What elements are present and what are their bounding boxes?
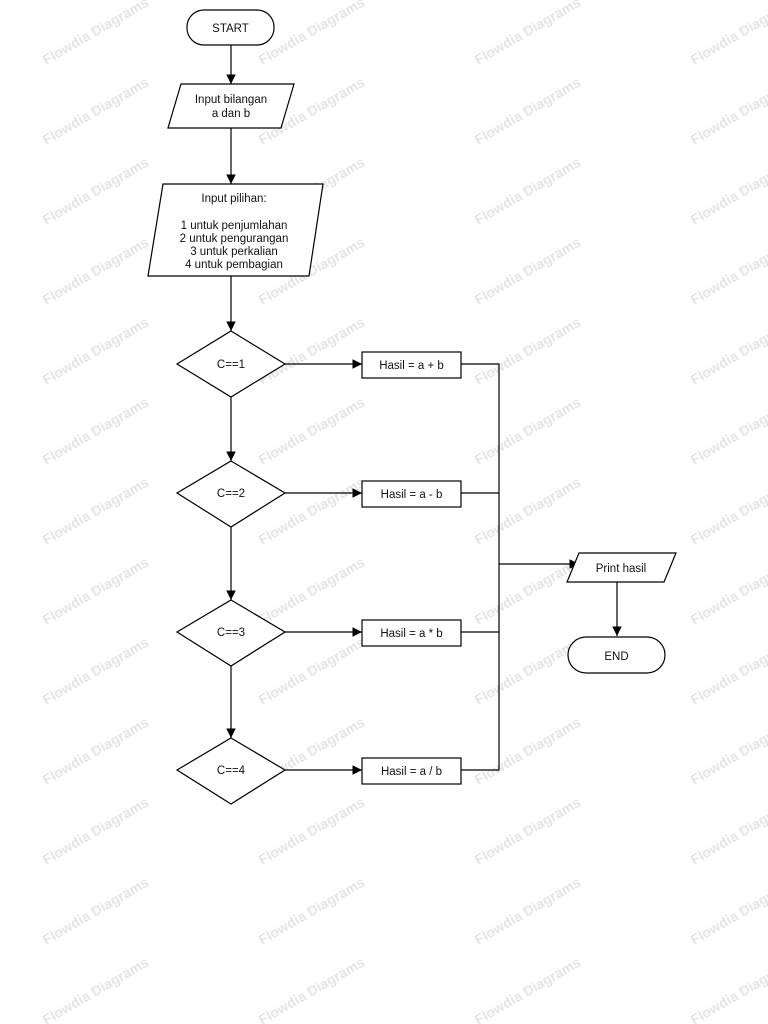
edge-add-merge [461,363,500,771]
input-choice-line-3: 1 untuk penjumlahan [181,220,288,232]
decision-c4-label: C==4 [217,765,246,777]
watermark-text-17: Flowdia Diagrams [256,314,368,388]
watermark-text-18: Flowdia Diagrams [472,314,584,388]
watermark-text-34: Flowdia Diagrams [472,634,584,708]
watermark-text-11: Flowdia Diagrams [688,154,768,228]
process-mul: Hasil = a * b [361,619,462,647]
decision-c4: C==4 [175,737,287,805]
watermark-text-16: Flowdia Diagrams [40,314,152,388]
input-numbers-node: Input bilangan a dan b [167,83,295,129]
input-numbers-line-2: a dan b [212,108,250,120]
input-choice-node: Input pilihan: 1 untuk penjumlahan 2 unt… [147,183,324,277]
process-sub: Hasil = a - b [361,480,462,508]
input-choice-line-5: 3 untuk perkalian [190,246,278,258]
watermark-text-40: Flowdia Diagrams [40,794,152,868]
watermark-text-0: Flowdia Diagrams [40,0,152,68]
watermark-text-28: Flowdia Diagrams [40,554,152,628]
input-choice-line-6: 4 untuk pembagian [185,259,283,271]
watermark-text-26: Flowdia Diagrams [472,474,584,548]
watermark-text-51: Flowdia Diagrams [688,954,768,1024]
watermark-text-46: Flowdia Diagrams [472,874,584,948]
input-choice-line-4: 2 untuk pengurangan [180,233,289,245]
watermark-text-10: Flowdia Diagrams [472,154,584,228]
decision-c1-label: C==1 [217,359,245,371]
process-sub-label: Hasil = a - b [381,489,443,501]
decision-c2: C==2 [175,460,287,528]
watermark-text-35: Flowdia Diagrams [688,634,768,708]
decision-c2-label: C==2 [217,488,245,500]
watermark-text-4: Flowdia Diagrams [40,74,152,148]
process-add-label: Hasil = a + b [379,360,444,372]
end-label: END [604,651,628,663]
watermark-text-43: Flowdia Diagrams [688,794,768,868]
decision-c3-label: C==3 [217,627,245,639]
decision-c3: C==3 [175,599,287,667]
process-add: Hasil = a + b [361,351,462,379]
watermark-text-45: Flowdia Diagrams [256,874,368,948]
watermark-text-15: Flowdia Diagrams [688,234,768,308]
watermark-text-7: Flowdia Diagrams [688,74,768,148]
watermark-text-25: Flowdia Diagrams [256,474,368,548]
watermark-text-49: Flowdia Diagrams [256,954,368,1024]
decision-c1: C==1 [175,330,287,398]
start-node: START [186,9,275,46]
watermark-text-41: Flowdia Diagrams [256,794,368,868]
start-label: START [212,23,249,35]
watermark-text-20: Flowdia Diagrams [40,394,152,468]
watermark-text-29: Flowdia Diagrams [256,554,368,628]
watermark-text-6: Flowdia Diagrams [472,74,584,148]
watermark-text-19: Flowdia Diagrams [688,314,768,388]
watermark-text-23: Flowdia Diagrams [688,394,768,468]
watermark-text-47: Flowdia Diagrams [688,874,768,948]
process-div: Hasil = a / b [361,757,462,785]
watermark-text-24: Flowdia Diagrams [40,474,152,548]
watermark-text-44: Flowdia Diagrams [40,874,152,948]
watermark-text-8: Flowdia Diagrams [40,154,152,228]
watermark-text-50: Flowdia Diagrams [472,954,584,1024]
watermark-text-3: Flowdia Diagrams [688,0,768,68]
watermark-text-38: Flowdia Diagrams [472,714,584,788]
print-node: Print hasil [566,552,677,583]
watermark-text-22: Flowdia Diagrams [472,394,584,468]
watermark-text-31: Flowdia Diagrams [688,554,768,628]
watermark-text-42: Flowdia Diagrams [472,794,584,868]
process-div-label: Hasil = a / b [381,766,442,778]
input-numbers-line-1: Input bilangan [195,94,267,106]
watermark-text-33: Flowdia Diagrams [256,634,368,708]
watermark-text-30: Flowdia Diagrams [472,554,584,628]
print-label: Print hasil [596,563,647,575]
watermark-text-39: Flowdia Diagrams [688,714,768,788]
watermark-text-48: Flowdia Diagrams [40,954,152,1024]
watermark-text-27: Flowdia Diagrams [688,474,768,548]
watermark-text-21: Flowdia Diagrams [256,394,368,468]
watermark-text-36: Flowdia Diagrams [40,714,152,788]
watermark-text-32: Flowdia Diagrams [40,634,152,708]
end-node: END [567,636,666,674]
watermark-text-2: Flowdia Diagrams [472,0,584,68]
process-mul-label: Hasil = a * b [380,628,442,640]
watermark-text-14: Flowdia Diagrams [472,234,584,308]
input-choice-line-1: Input pilihan: [201,193,266,205]
edges [226,45,622,775]
watermark-text-12: Flowdia Diagrams [40,234,152,308]
